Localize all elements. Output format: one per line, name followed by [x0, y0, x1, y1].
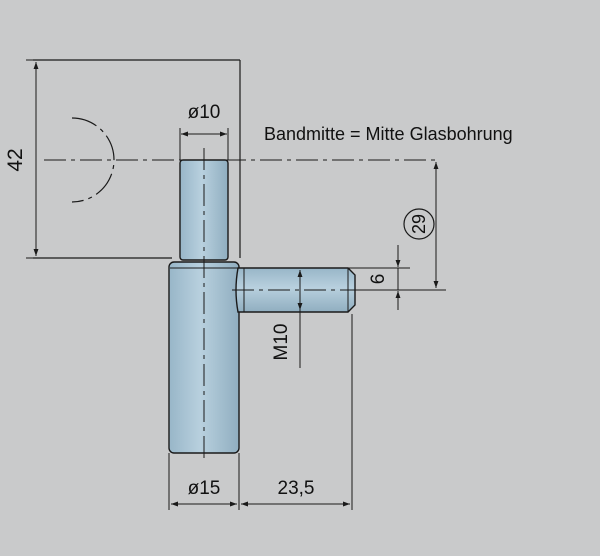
- note-bandmitte: Bandmitte = Mitte Glasbohrung: [264, 124, 513, 144]
- dimension-23-5: [241, 314, 353, 510]
- dimension-m10-label: M10: [271, 324, 292, 361]
- glass-plate-outline: [33, 59, 241, 259]
- center-lines: [44, 148, 440, 460]
- dimension-body-diameter-label: ø15: [188, 478, 221, 499]
- dimension-6-label: 6: [368, 274, 389, 285]
- dimension-29-circle: [403, 208, 435, 240]
- glass-hole-arc: [71, 117, 115, 203]
- dimension-42-label: 42: [4, 148, 27, 171]
- dimension-pin-diameter-label: ø10: [188, 102, 221, 123]
- dimension-42: [26, 59, 42, 259]
- dimension-body-diameter: [168, 453, 240, 510]
- dimension-pin-diameter: [179, 128, 229, 160]
- dimension-29-label: 29: [409, 214, 429, 234]
- dimension-6: [348, 245, 410, 310]
- dimension-23-5-label: 23,5: [278, 478, 315, 499]
